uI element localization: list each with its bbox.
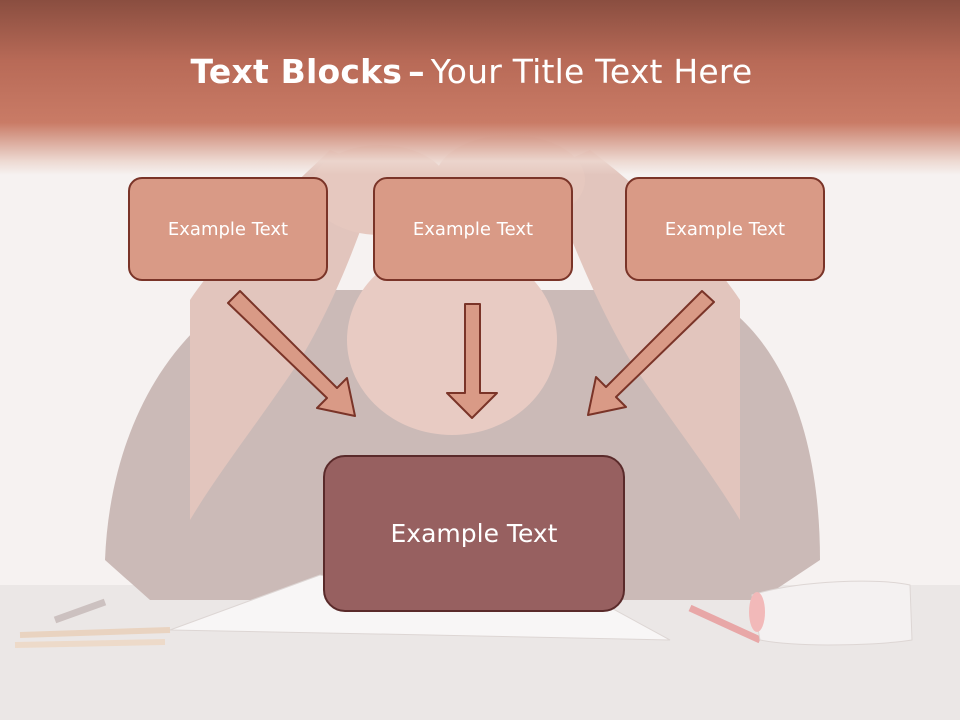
text-block-left[interactable]: Example Text (128, 177, 328, 281)
text-block-right-label: Example Text (664, 218, 786, 240)
title-band (0, 0, 960, 175)
text-block-right[interactable]: Example Text (625, 177, 825, 281)
title-dash: – (408, 52, 425, 91)
title-bold-text: Text Blocks (190, 52, 403, 91)
title-rest-text: Your Title Text Here (430, 52, 753, 91)
main-text-block-label: Example Text (390, 519, 558, 548)
main-text-block[interactable]: Example Text (323, 455, 625, 612)
text-block-center[interactable]: Example Text (373, 177, 573, 281)
text-block-left-label: Example Text (167, 218, 289, 240)
text-block-center-label: Example Text (412, 218, 534, 240)
slide-title: Text Blocks–Your Title Text Here (0, 52, 943, 91)
